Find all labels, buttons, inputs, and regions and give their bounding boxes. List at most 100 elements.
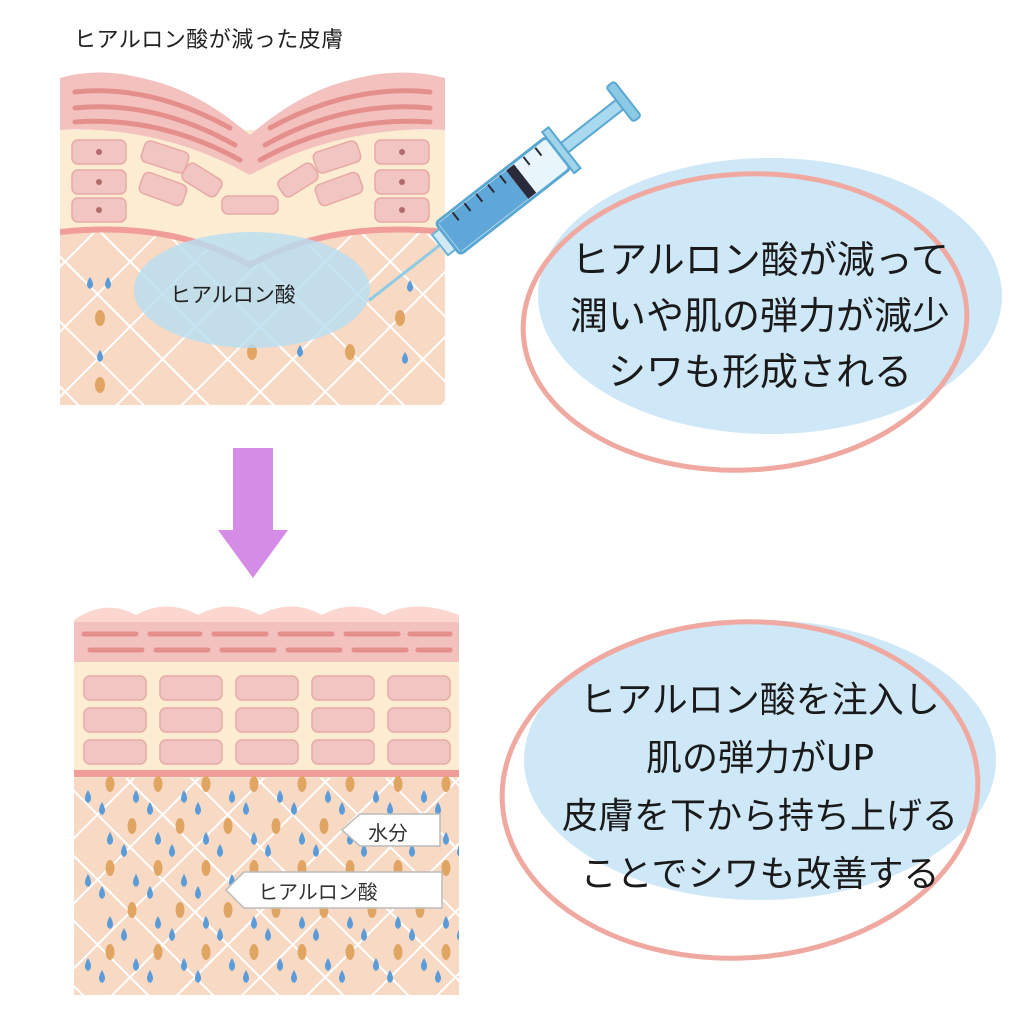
water-drop-icon (229, 958, 235, 971)
water-drop-icon (133, 790, 139, 803)
fibroblast-icon (345, 776, 355, 792)
fibroblast-icon (441, 860, 451, 876)
water-drop-icon (229, 790, 235, 803)
fibroblast-icon (249, 944, 259, 960)
callout-bottom-line: ヒアルロン酸を注入し (580, 680, 940, 721)
fibroblast-icon (153, 944, 163, 960)
water-drop-icon (313, 928, 319, 941)
fibroblast-icon (201, 776, 211, 792)
callout-top-ring (520, 171, 970, 473)
water-drop-icon (347, 916, 353, 929)
water-drop-icon (443, 832, 449, 845)
water-drop-icon (217, 844, 223, 857)
water-drop-icon (361, 928, 367, 941)
down-arrow-icon (218, 448, 288, 578)
water-drop-icon (387, 970, 393, 983)
water-drop-icon (291, 802, 297, 815)
hyaluronic-area-top (134, 232, 370, 348)
water-drop-icon (147, 970, 153, 983)
water-drop-icon (99, 886, 105, 899)
water-drop-icon (121, 928, 127, 941)
water-drop-icon (155, 916, 161, 929)
water-drop-icon (217, 928, 223, 941)
fibroblast-icon (105, 776, 115, 792)
top-panel-title: ヒアルロン酸が減った皮膚 (74, 28, 344, 53)
fibroblast-icon (201, 860, 211, 876)
callout-bottom-line: 皮膚を下から持ち上げる (561, 796, 958, 837)
hyaluronic-label-top: ヒアルロン酸 (170, 283, 296, 307)
water-drop-icon (457, 929, 459, 941)
water-drop-icon (435, 970, 441, 983)
water-drop-icon (443, 916, 449, 929)
water-drop-icon (387, 802, 393, 815)
water-drop-icon (373, 790, 379, 803)
water-drop-icon (147, 802, 153, 815)
water-drop-icon (421, 958, 427, 971)
fibroblast-icon (223, 902, 233, 918)
water-drop-icon (85, 790, 91, 803)
fibroblast-icon (175, 818, 185, 834)
water-drop-icon (277, 958, 283, 971)
fibroblast-icon (127, 818, 137, 834)
water-drop-icon (107, 832, 113, 845)
fibroblast-icon (297, 776, 307, 792)
fibroblast-icon (105, 944, 115, 960)
hyaluronic-label-bottom: ヒアルロン酸 (258, 880, 378, 904)
callout-bottom-text: ヒアルロン酸を注入し 肌の弾力がUP 皮膚を下から持ち上げる ことでシワも改善す… (520, 672, 1000, 904)
fibroblast-icon (153, 860, 163, 876)
water-drop-icon (203, 916, 209, 929)
water-drop-icon (457, 845, 459, 857)
water-drop-icon (169, 928, 175, 941)
callout-top-line: ヒアルロン酸が減って (571, 238, 949, 282)
water-drop-icon (265, 844, 271, 857)
water-drop-icon (299, 916, 305, 929)
callout-bottom-line: 肌の弾力がUP (645, 738, 875, 779)
water-drop-icon (339, 970, 345, 983)
water-drop-icon (121, 844, 127, 857)
water-drop-icon (99, 970, 105, 983)
water-drop-icon (133, 874, 139, 887)
water-drop-icon (85, 958, 91, 971)
water-drop-icon (181, 790, 187, 803)
callout-bottom-fill (524, 620, 996, 900)
water-drop-icon (147, 886, 153, 899)
fibroblast-icon (393, 776, 403, 792)
water-drop-icon (169, 844, 175, 857)
fibroblast-icon (249, 776, 259, 792)
water-drop-icon (85, 874, 91, 887)
water-drop-icon (299, 832, 305, 845)
callout-top-fill (538, 158, 1002, 434)
water-drop-icon (291, 970, 297, 983)
water-drop-icon (243, 970, 249, 983)
water-drop-icon (251, 916, 257, 929)
water-drop-icon (195, 886, 201, 899)
fibroblast-icon (319, 818, 329, 834)
water-drop-icon (251, 832, 257, 845)
water-drop-icon (277, 790, 283, 803)
fibroblast-icon (441, 944, 451, 960)
water-drop-icon (203, 832, 209, 845)
water-drop-icon (195, 802, 201, 815)
water-drop-icon (107, 916, 113, 929)
water-drop-icon (313, 844, 319, 857)
callout-top-line: シワも形成される (607, 350, 912, 394)
fibroblast-icon (345, 944, 355, 960)
water-drop-icon (361, 844, 367, 857)
fibroblast-icon (223, 818, 233, 834)
water-drop-icon (133, 958, 139, 971)
water-drop-icon (243, 802, 249, 815)
water-drop-icon (265, 928, 271, 941)
water-tag-box (340, 813, 441, 847)
water-drop-icon (99, 802, 105, 815)
callout-top-line: 潤いや肌の弾力が減少 (569, 294, 950, 338)
fibroblast-icon (297, 944, 307, 960)
water-drop-icon (409, 844, 415, 857)
water-label: 水分 (368, 821, 408, 845)
callout-bottom-line: ことでシワも改善する (580, 854, 940, 895)
water-drop-icon (421, 790, 427, 803)
fibroblast-icon (105, 860, 115, 876)
water-drop-icon (181, 958, 187, 971)
water-drop-icon (435, 802, 441, 815)
fibroblast-icon (153, 776, 163, 792)
